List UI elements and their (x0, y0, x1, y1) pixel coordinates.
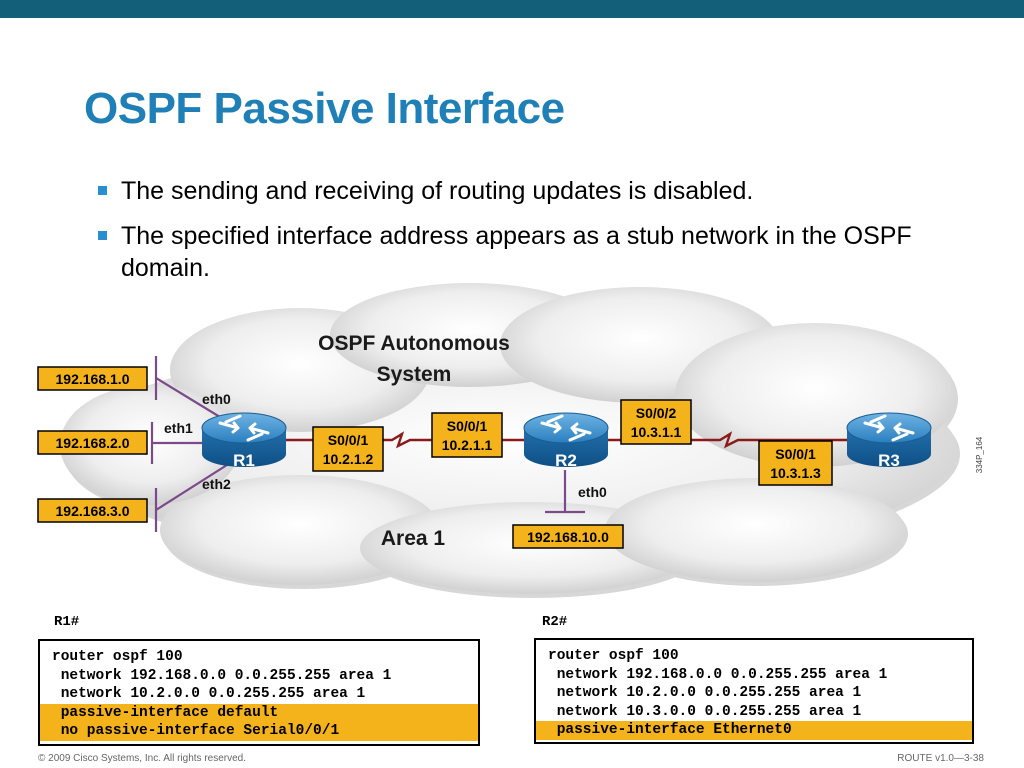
config-line: network 192.168.0.0 0.0.255.255 area 1 (52, 667, 392, 684)
bullet-text: The sending and receiving of routing upd… (121, 177, 754, 205)
router-r3[interactable]: R3 (845, 411, 933, 470)
area-label: Area 1 (381, 527, 446, 550)
network-text: 192.168.3.0 (56, 503, 130, 519)
interface-label-r2-s0-0-1: S0/0/1 10.2.1.1 (431, 412, 503, 458)
header-accent-bar (0, 0, 1024, 18)
router-r2[interactable]: R2 (522, 411, 610, 470)
bullet-list: The sending and receiving of routing upd… (96, 175, 976, 297)
bullet-text: The specified interface address appears … (121, 222, 912, 282)
interface-name: S0/0/1 (328, 432, 369, 448)
interface-ip: 10.3.1.3 (770, 465, 821, 481)
interface-name-eth0: eth0 (202, 391, 231, 407)
network-text: 192.168.2.0 (56, 435, 130, 451)
r1-prompt: R1# (54, 614, 80, 630)
config-line-highlighted: passive-interface default (40, 703, 478, 722)
interface-name: S0/0/1 (447, 418, 488, 434)
config-line-highlighted: no passive-interface Serial0/0/1 (40, 722, 478, 741)
interface-label-r1-s0-0-1: S0/0/1 10.2.1.2 (312, 426, 384, 472)
r1-config-block: router ospf 100 network 192.168.0.0 0.0.… (38, 639, 480, 746)
interface-label-r2-s0-0-2: S0/0/2 10.3.1.1 (620, 399, 692, 445)
cloud-title-line1: OSPF Autonomous (318, 332, 510, 355)
r2-config-block: router ospf 100 network 192.168.0.0 0.0.… (534, 638, 974, 744)
interface-label-r3-s0-0-1: S0/0/1 10.3.1.3 (758, 440, 833, 486)
bullet-item: The sending and receiving of routing upd… (96, 175, 976, 207)
bullet-item: The specified interface address appears … (96, 220, 976, 284)
network-label-192-168-10-0: 192.168.10.0 (512, 524, 624, 549)
config-line: network 192.168.0.0 0.0.255.255 area 1 (548, 666, 888, 683)
r2-prompt: R2# (542, 614, 568, 630)
interface-name: S0/0/2 (636, 405, 677, 421)
config-line: network 10.3.0.0 0.0.255.255 area 1 (548, 703, 862, 720)
interface-name: S0/0/1 (775, 446, 816, 462)
network-label-192-168-2-0: 192.168.2.0 (37, 430, 148, 455)
network-label-192-168-1-0: 192.168.1.0 (37, 366, 148, 391)
router-label: R1 (233, 451, 255, 470)
interface-ip: 10.2.1.2 (323, 451, 374, 467)
config-line: router ospf 100 (52, 649, 183, 665)
footer-course: ROUTE v1.0—3-38 (897, 753, 984, 764)
router-r1[interactable]: R1 (200, 411, 288, 470)
config-line-highlighted: passive-interface Ethernet0 (536, 721, 972, 740)
config-line: network 10.2.0.0 0.0.255.255 area 1 (548, 685, 862, 701)
cloud-title-line2: System (377, 363, 452, 386)
config-line: network 10.2.0.0 0.0.255.255 area 1 (52, 686, 366, 702)
ospf-cloud (60, 283, 960, 598)
interface-ip: 10.2.1.1 (442, 437, 493, 453)
router-label: R2 (555, 451, 577, 470)
interface-ip: 10.3.1.1 (631, 424, 682, 440)
router-label: R3 (878, 451, 900, 470)
config-line: router ospf 100 (548, 648, 679, 664)
slide-title: OSPF Passive Interface (84, 84, 565, 133)
footer-copyright: © 2009 Cisco Systems, Inc. All rights re… (38, 753, 247, 764)
square-bullet-icon (98, 186, 107, 195)
figure-id: 334P_164 (975, 436, 984, 473)
network-text: 192.168.1.0 (56, 371, 130, 387)
square-bullet-icon (98, 231, 107, 240)
network-text: 192.168.10.0 (527, 529, 609, 545)
interface-name-eth2: eth2 (202, 476, 231, 492)
interface-name-r2-eth0: eth0 (578, 484, 607, 500)
interface-name-eth1: eth1 (164, 420, 193, 436)
network-label-192-168-3-0: 192.168.3.0 (37, 498, 148, 523)
